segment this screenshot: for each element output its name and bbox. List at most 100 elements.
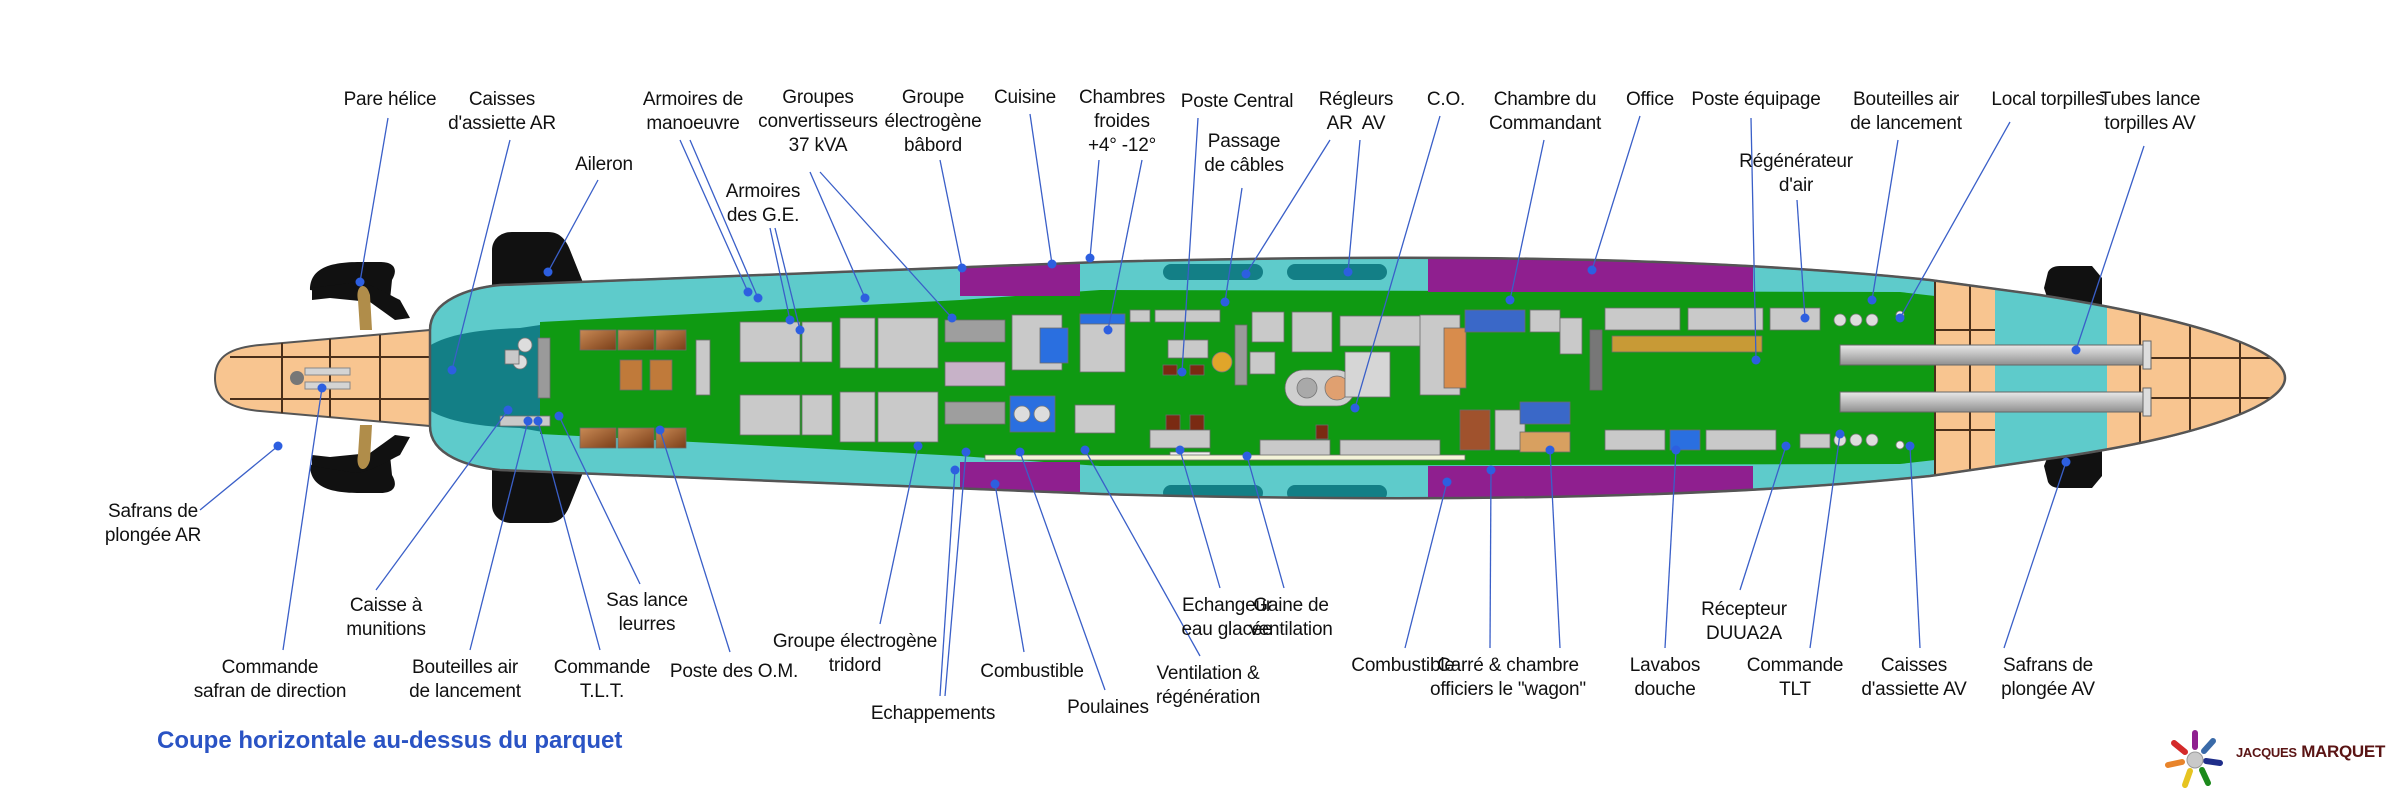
leader-line-groupes-convertisseurs [809, 171, 866, 299]
leader-line-caisses-assiette-ar [451, 139, 511, 371]
leader-line-groupes-convertisseurs [819, 171, 953, 319]
label-commande-tlt-ar: Commande T.L.T. [553, 657, 651, 702]
label-poste-central: Poste Central [1180, 91, 1294, 112]
leader-dot-poste-equipage [1751, 355, 1761, 365]
leader-dot-recepteur-duua2a [1781, 441, 1791, 451]
bunk [617, 329, 655, 351]
leader-dot-sas-lance-leurres [554, 411, 564, 421]
display-round [1296, 377, 1318, 399]
crew-bunk [1604, 307, 1681, 331]
leader-dot-poste-central [1177, 367, 1187, 377]
label-bouteilles-air-ar: Bouteilles air de lancement [409, 657, 521, 702]
leader-dot-groupes-convertisseurs [860, 293, 870, 303]
wardroom-bench [1519, 401, 1571, 425]
converter [839, 391, 876, 443]
leader-line-pare-helice [359, 117, 389, 283]
sonar-console [1251, 311, 1285, 343]
air-bottle [1833, 313, 1847, 327]
leader-line-armoires-manoeuvre [679, 139, 749, 293]
leader-line-echangeur-eau-glacee [1179, 449, 1221, 589]
label-poste-equipage: Poste équipage [1691, 89, 1821, 110]
air-bottle [1865, 433, 1879, 447]
leader-dot-armoires-ge [795, 325, 805, 335]
leader-dot-groupe-electrogene-babord [957, 263, 967, 273]
label-sas-lance-leurres: Sas lance leurres [606, 590, 688, 635]
stern-cone [213, 328, 431, 428]
author-logo-icon [2165, 730, 2223, 788]
author-last: MARQUET [2301, 742, 2386, 761]
leader-dot-commande-safran-direction [317, 383, 327, 393]
leader-dot-passage-cables [1220, 297, 1230, 307]
bunk [579, 329, 617, 351]
leader-line-office [1591, 115, 1641, 271]
leader-line-safrans-plongee-av [2003, 461, 2067, 649]
leader-dot-gaine-ventilation [1242, 451, 1252, 461]
leader-dot-chambre-commandant [1505, 295, 1515, 305]
leader-line-gaine-ventilation [1246, 455, 1285, 589]
leader-dot-groupes-convertisseurs [947, 313, 957, 323]
leader-dot-bouteilles-air-ar [523, 416, 533, 426]
label-regleurs: Régleurs AR AV [1318, 89, 1394, 134]
stern-cone-grid [230, 335, 430, 421]
label-poste-om: Poste des O.M. [669, 661, 799, 682]
converter [839, 317, 876, 369]
torpedo-tube-2 [1839, 391, 2146, 413]
leader-dot-caisse-munitions [503, 405, 513, 415]
office-unit [1559, 317, 1583, 355]
leader-dot-regleurs [1241, 269, 1251, 279]
interior-equipment [499, 307, 1905, 461]
label-echappements: Echappements [870, 703, 996, 724]
rudder-arm-bottom [312, 435, 410, 473]
label-aileron: Aileron [575, 154, 633, 175]
leader-dot-armoires-manoeuvre [743, 287, 753, 297]
leader-dot-armoires-manoeuvre [753, 293, 763, 303]
leader-line-armoires-ge [769, 227, 791, 321]
leader-dot-safrans-plongee-ar [273, 441, 283, 451]
air-bottle [1865, 313, 1879, 327]
leader-line-armoires-manoeuvre [689, 139, 759, 299]
label-echangeur-eau-glacee: Echangeur eau glacée [1181, 595, 1273, 640]
bulkhead-door [1589, 329, 1603, 391]
crew-table [1611, 335, 1763, 353]
co-desk [1339, 315, 1426, 347]
label-office: Office [1625, 89, 1675, 110]
ventilation-unit [1074, 404, 1116, 434]
diesel-generator [944, 401, 1006, 425]
air-bottle [1849, 313, 1863, 327]
leader-dot-echangeur-eau-glacee [1175, 445, 1185, 455]
label-groupes-convertisseurs: Groupes convertisseurs 37 kVA [758, 87, 878, 156]
leader-line-commande-tlt-ar [537, 420, 601, 651]
leader-line-tubes-lance-torpilles [2075, 145, 2145, 351]
leader-line-aileron [547, 179, 599, 273]
shower [1669, 429, 1701, 451]
leader-dot-office [1587, 265, 1597, 275]
leader-dot-caisses-assiette-av [1905, 441, 1915, 451]
leader-line-groupe-electrogene-tribord [879, 445, 919, 625]
leader-line-cuisine [1029, 113, 1053, 265]
author-first: Jacques [2236, 745, 2297, 760]
table [619, 359, 643, 391]
commander-bunk [1443, 327, 1467, 389]
leader-line-combustible-1 [994, 483, 1025, 653]
periscope-console [1167, 339, 1209, 359]
console [1129, 309, 1151, 323]
label-tubes-lance-torpilles: Tubes lance torpilles AV [2099, 89, 2201, 134]
switchboard [739, 394, 801, 436]
label-chambre-commandant: Chambre du Commandant [1488, 89, 1602, 134]
leader-dot-cuisine [1047, 259, 1057, 269]
leader-line-passage-cables [1224, 187, 1243, 303]
leader-dot-aileron [543, 267, 553, 277]
label-co: C.O. [1426, 89, 1466, 110]
regulating-tank-bot-ar [1163, 485, 1263, 499]
valve [1895, 440, 1905, 450]
console [1154, 309, 1221, 323]
leader-line-bouteilles-air-ar [469, 420, 529, 651]
leader-dot-chambres-froides [1085, 253, 1095, 263]
commander-locker [1529, 309, 1561, 333]
bunk [579, 427, 617, 449]
leader-dot-combustible-2 [1442, 477, 1452, 487]
leader-line-poulaines [1019, 451, 1106, 691]
co-console [1291, 311, 1333, 353]
label-commande-safran-direction: Commande safran de direction [193, 657, 347, 702]
